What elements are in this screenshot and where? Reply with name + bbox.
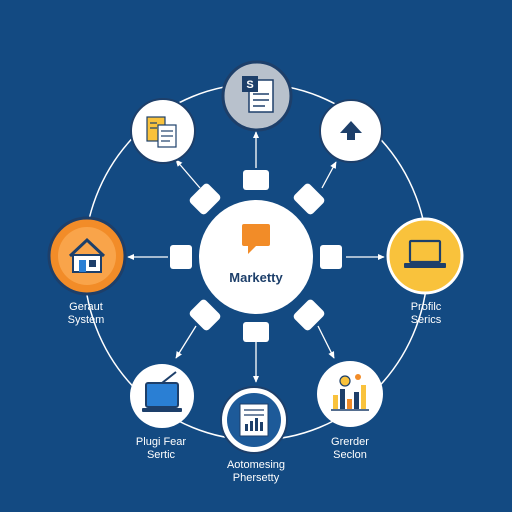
pad-top-right [293,183,325,215]
label-left-line2: System [67,314,105,326]
arrow-top-left [175,159,201,189]
file-stack-icon [146,116,177,148]
label-bottom-line2: Phersetty [232,472,280,484]
label-left-line1: Geraut [69,301,103,313]
label-right-line1: Profilc [410,301,442,313]
label-left: Geraut System [31,301,141,327]
connector-arrows [127,131,385,383]
arrow-top-right [321,161,337,189]
node-right[interactable] [386,217,464,295]
hub-title: Marketty [229,270,283,285]
node-bottom[interactable] [220,386,288,454]
laptop-icon [404,239,446,268]
label-bottom-line1: Aotomesing [226,459,286,471]
upload-arrow-icon [340,121,362,140]
node-bottom-left[interactable] [130,364,194,428]
label-right-line2: Serics [410,314,442,326]
label-right: Profilc Serics [371,301,481,327]
document-s-icon: S [242,76,274,113]
svg-text:S: S [246,79,253,91]
house-icon [68,237,106,273]
label-bottom-left: Plugi Fear Sertic [106,436,216,462]
bar-chart-icon [331,374,369,411]
node-bottom-right[interactable] [317,361,383,427]
node-top-right[interactable] [319,99,383,163]
node-top-doc[interactable]: S [221,60,293,132]
pad-left [170,245,192,269]
hub-node[interactable] [199,200,313,314]
connector-pads [170,170,342,342]
label-bottom-right-line1: Grerder [331,436,369,448]
monitor-icon [142,371,182,412]
pad-bottom-right [293,299,325,331]
label-bottom-right: Grerder Seclon [295,436,405,462]
pad-bottom-left [189,299,221,331]
report-chart-icon [239,403,269,437]
label-bottom: Aotomesing Phersetty [201,459,311,485]
node-top-left[interactable] [130,98,196,164]
chat-bubble-icon [242,224,270,254]
pad-bottom [243,322,269,342]
label-bottom-right-line2: Seclon [333,449,367,461]
label-bottom-left-line2: Sertic [146,449,176,461]
label-bottom-left-line1: Plugi Fear [135,436,187,448]
arrow-bottom-left [175,325,197,359]
node-left[interactable] [47,216,127,296]
pad-top [243,170,269,190]
pad-right [320,245,342,269]
arrow-bottom-right [317,325,335,359]
pad-top-left [189,183,221,215]
